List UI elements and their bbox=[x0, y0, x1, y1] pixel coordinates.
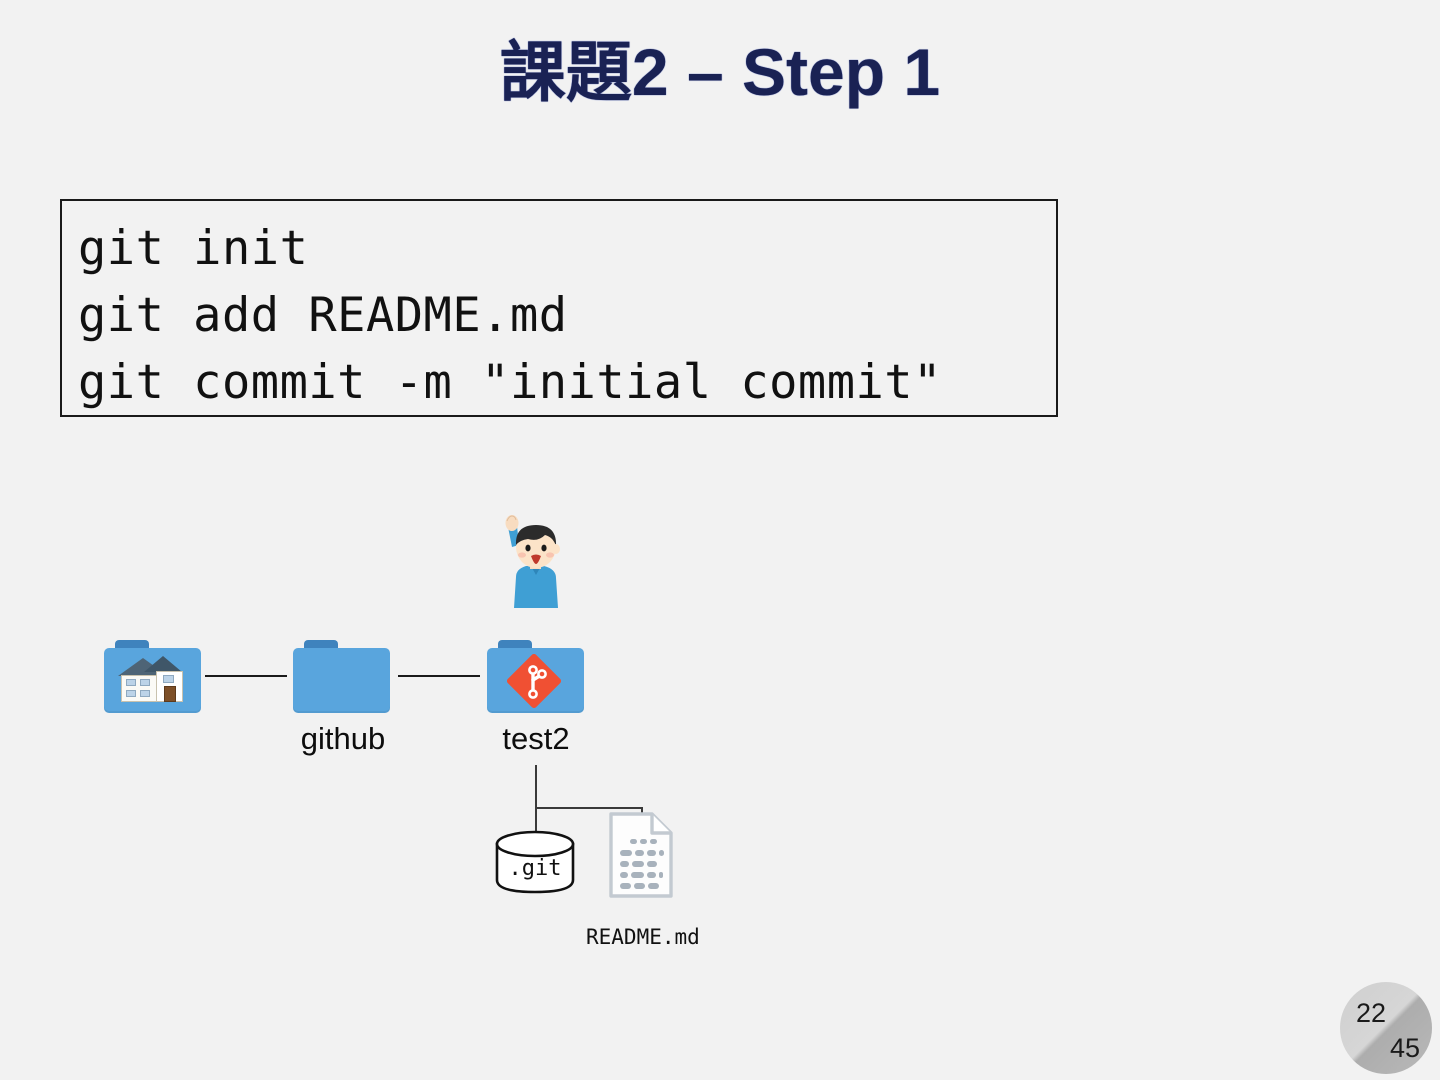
code-block: git init git add README.md git commit -m… bbox=[60, 199, 1058, 417]
code-line-2: git add README.md bbox=[78, 288, 568, 343]
house-icon bbox=[118, 656, 184, 704]
git-repo-icon[interactable]: .git bbox=[493, 828, 577, 896]
test2-folder-label: test2 bbox=[502, 721, 570, 756]
connector-test2-branch bbox=[535, 807, 642, 809]
total-page-number: 45 bbox=[1389, 1033, 1420, 1063]
home-folder[interactable] bbox=[104, 640, 201, 713]
git-logo-icon bbox=[506, 653, 562, 709]
connector-test2-down bbox=[535, 765, 537, 807]
github-folder[interactable] bbox=[293, 640, 390, 713]
connector-github-test2 bbox=[398, 675, 480, 677]
connector-home-github bbox=[205, 675, 287, 677]
page-number-badge: 22 45 bbox=[1340, 982, 1432, 1074]
readme-file-label: README.md bbox=[586, 925, 700, 949]
github-folder-label: github bbox=[300, 721, 386, 756]
code-line-3: git commit -m "initial commit" bbox=[78, 355, 942, 410]
test2-folder[interactable] bbox=[487, 640, 584, 713]
document-icon[interactable] bbox=[606, 810, 676, 900]
current-page-number: 22 bbox=[1356, 998, 1387, 1028]
folder-body bbox=[293, 648, 390, 713]
directory-diagram: github test2 bbox=[0, 460, 1440, 980]
page-title: 課題2 – Step 1 bbox=[499, 35, 941, 109]
person-raising-hand-illustration bbox=[498, 515, 570, 610]
git-repo-label: .git bbox=[508, 856, 562, 881]
code-line-1: git init bbox=[78, 221, 309, 276]
